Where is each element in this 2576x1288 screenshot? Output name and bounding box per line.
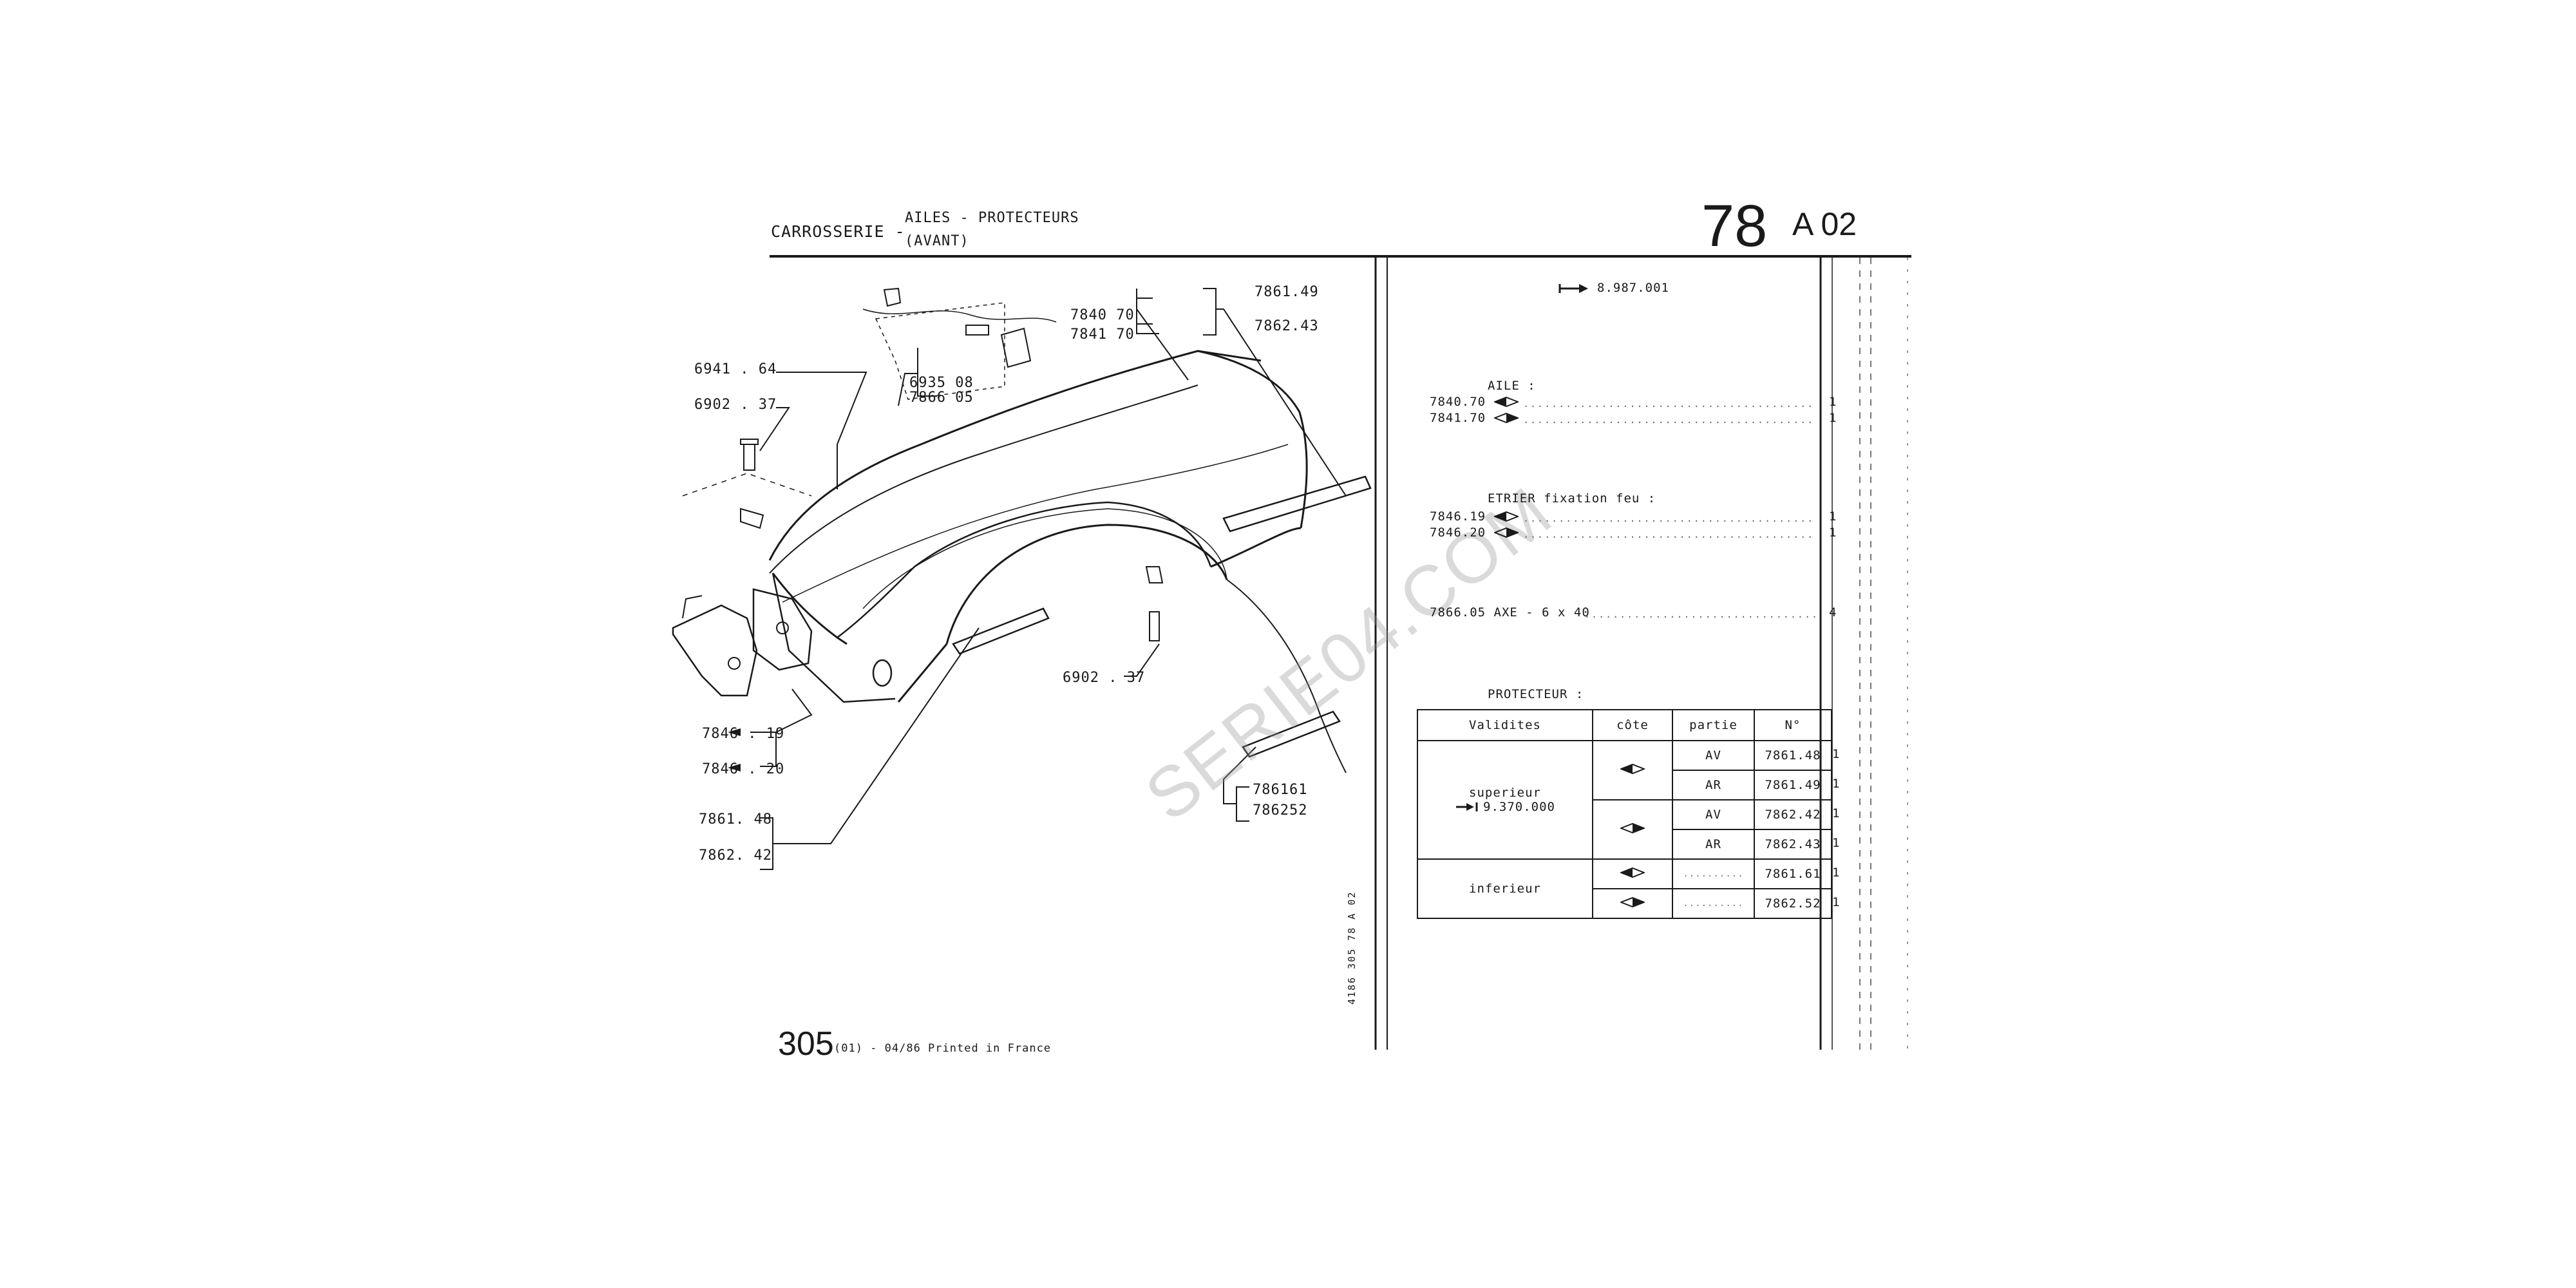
cote-right-cell	[1592, 799, 1673, 860]
axe-qty: 4	[1829, 605, 1837, 620]
validity-superieur-cell: superieur 9.370.000	[1417, 740, 1593, 860]
protecteur-table: Validites côte partie N° superieur 9.370…	[1417, 709, 1832, 919]
superieur-validity: 9.370.000	[1483, 800, 1555, 814]
col-header-partie: partie	[1672, 709, 1755, 741]
aile-ref-2: 7841.70	[1430, 411, 1486, 425]
table-row: AV 7862.42	[1417, 799, 1832, 860]
page-subnumber: A 02	[1792, 206, 1857, 242]
page-number: 78	[1701, 193, 1768, 259]
label-6935-08: 6935 08	[909, 375, 974, 391]
partie-cell: ..........	[1672, 888, 1755, 919]
print-info: (01) - 04/86 Printed in France	[834, 1042, 1052, 1055]
etrier-qty-1: 1	[1829, 509, 1837, 524]
etrier-ref-1: 7846.19	[1430, 509, 1486, 524]
label-6902-37-bottom: 6902 . 37	[1063, 670, 1146, 686]
model-number: 305	[778, 1025, 834, 1063]
label-6902-37-top: 6902 . 37	[694, 397, 777, 413]
table-qty-6: 1	[1832, 895, 1840, 909]
cote-left-cell	[1592, 858, 1673, 889]
col-header-numero: N°	[1754, 709, 1832, 741]
table-row: .......... 7862.52	[1417, 888, 1832, 919]
ref-cell: 7862.42	[1754, 799, 1832, 830]
label-7846-20: 7846 . 20	[702, 761, 785, 777]
partie-cell: AV	[1672, 799, 1755, 830]
label-786161: 786161	[1253, 782, 1308, 798]
aile-header: AILE :	[1488, 379, 1536, 393]
label-7841-70: 7841 70	[1070, 327, 1135, 343]
label-7862-43: 7862.43	[1255, 318, 1319, 334]
label-7866-05: 7866 05	[909, 390, 974, 406]
right-side-icon	[1494, 413, 1519, 423]
ref-cell: 7861.48	[1754, 740, 1832, 771]
right-side-icon	[1619, 822, 1646, 834]
partie-cell: AV	[1672, 740, 1755, 771]
table-row: superieur 9.370.000 AV 7861.48	[1417, 740, 1832, 860]
table-qty-4: 1	[1832, 836, 1840, 850]
ref-cell: 7862.52	[1754, 888, 1832, 919]
ref-cell: 7862.43	[1754, 829, 1832, 860]
section-title: CARROSSERIE -	[771, 222, 905, 241]
protecteur-header: PROTECTEUR :	[1488, 687, 1584, 701]
label-7840-70: 7840 70	[1070, 307, 1135, 323]
table-qty-2: 1	[1832, 777, 1840, 791]
subsection-subtitle: (AVANT)	[905, 233, 969, 249]
validity-from-arrow-icon	[1558, 284, 1588, 293]
label-6941-64: 6941 . 64	[694, 361, 777, 377]
partie-cell: ..........	[1672, 858, 1755, 889]
cote-left-cell	[1592, 740, 1673, 800]
subsection-title: AILES - PROTECTEURS	[905, 210, 1079, 226]
left-side-icon	[1619, 867, 1646, 878]
table-qty-3: 1	[1832, 806, 1840, 820]
label-7861-48: 7861. 48	[699, 811, 772, 828]
ref-cell: 7861.61	[1754, 858, 1832, 889]
validity-serial: 8.987.001	[1597, 281, 1669, 295]
etrier-ref-2: 7846.20	[1430, 526, 1486, 540]
table-qty-1: 1	[1832, 747, 1840, 761]
label-7861-49: 7861.49	[1255, 284, 1319, 300]
right-side-icon	[1619, 896, 1646, 908]
left-side-icon	[1494, 397, 1519, 407]
right-side-icon	[1494, 527, 1519, 538]
superieur-label: superieur	[1469, 786, 1541, 800]
cote-right-cell	[1592, 888, 1673, 919]
table-row: AR 7861.49	[1417, 770, 1832, 800]
validity-inferieur-cell: inferieur	[1417, 858, 1593, 919]
axe-ref: 7866.05 AXE - 6 x 40	[1430, 605, 1590, 620]
label-7862-42: 7862. 42	[699, 848, 772, 864]
aile-ref-1: 7840.70	[1430, 395, 1486, 409]
aile-qty-1: 1	[1829, 395, 1837, 409]
left-side-icon	[1494, 511, 1519, 522]
col-header-validites: Validites	[1417, 709, 1593, 741]
validity-to-arrow-icon	[1456, 802, 1478, 811]
aile-qty-2: 1	[1829, 411, 1837, 425]
label-786252: 786252	[1253, 802, 1308, 819]
ref-cell: 7861.49	[1754, 770, 1832, 800]
vertical-code: 4186 305 78 A 02	[1346, 891, 1358, 1005]
partie-cell: AR	[1672, 829, 1755, 860]
table-row: inferieur .......... 7861.61	[1417, 858, 1832, 919]
label-7846-19: 7846 . 19	[702, 726, 785, 742]
col-header-cote: côte	[1592, 709, 1673, 741]
table-qty-5: 1	[1832, 866, 1840, 880]
etrier-header: ETRIER fixation feu :	[1488, 491, 1656, 506]
partie-cell: AR	[1672, 770, 1755, 800]
table-row: AR 7862.43	[1417, 829, 1832, 860]
etrier-qty-2: 1	[1829, 526, 1837, 540]
left-side-icon	[1619, 763, 1646, 775]
